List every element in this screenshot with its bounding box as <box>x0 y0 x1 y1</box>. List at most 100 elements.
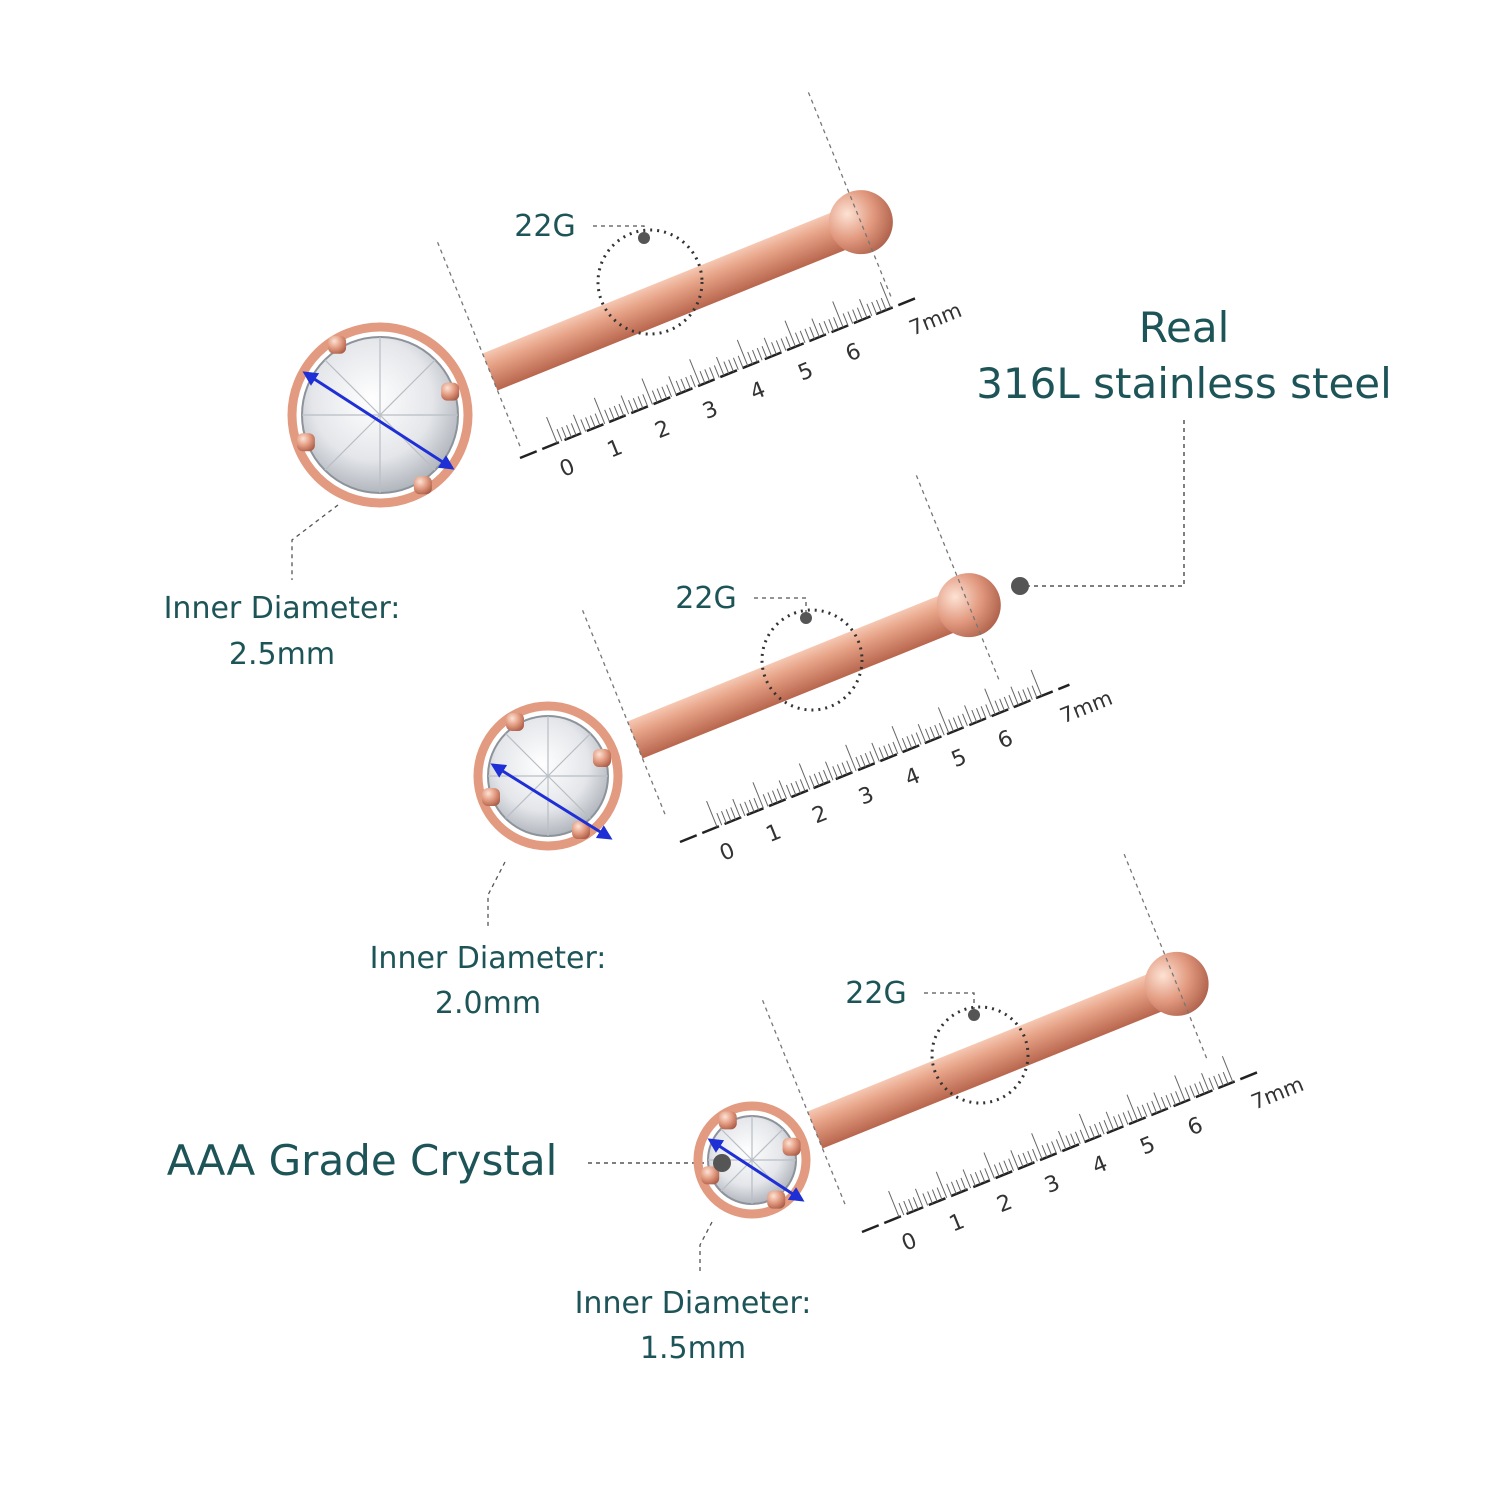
ruler-tick <box>1160 1096 1167 1110</box>
ruler-tick <box>1003 696 1010 710</box>
ruler-tick <box>566 424 572 438</box>
ruler-tick <box>809 326 816 340</box>
ruler-tick <box>845 744 857 772</box>
prong <box>296 433 315 452</box>
ruler-tick <box>912 1197 919 1210</box>
ruler-tick <box>888 1190 900 1218</box>
ruler-tick <box>706 800 718 828</box>
ruler-tick <box>962 713 968 727</box>
ruler-tick <box>778 780 788 800</box>
prong <box>441 382 460 401</box>
ruler-tick <box>1051 1141 1057 1154</box>
ruler-tick-label: 6 <box>994 726 1016 754</box>
ruler-tick <box>725 809 732 822</box>
prong <box>593 749 611 767</box>
prong <box>328 335 347 354</box>
ruler-tick <box>561 426 568 440</box>
ruler-tick <box>785 784 792 798</box>
ruler-tick <box>1222 1071 1229 1085</box>
ruler-tick <box>898 1202 905 1216</box>
ruler-tick-label: 0 <box>556 454 578 482</box>
ruler-tick <box>776 788 783 801</box>
ruler-tick <box>690 374 696 388</box>
ruler-tick <box>1127 1110 1134 1123</box>
inner-diameter-title: Inner Diameter: <box>575 1286 812 1321</box>
ruler-end-label: 7mm <box>1056 686 1115 729</box>
ruler-tick <box>1141 1104 1148 1118</box>
ruler-tick <box>661 386 668 399</box>
ruler-tick <box>1022 1152 1029 1166</box>
bar-group <box>807 951 1209 1149</box>
ruler-tick-label: 4 <box>902 763 924 791</box>
ruler-tick <box>675 380 682 394</box>
ruler-tick <box>962 1169 972 1189</box>
ruler-tick <box>752 782 764 809</box>
ruler-tick <box>980 706 987 719</box>
ruler-tick <box>976 708 982 721</box>
ruler-tick <box>846 760 852 773</box>
gauge-leader-line <box>754 597 807 618</box>
ruler-tick <box>585 417 591 430</box>
ruler-tick <box>999 698 1005 712</box>
ruler-tick <box>1022 689 1029 702</box>
ruler-tick <box>804 328 811 342</box>
ruler-tick <box>767 792 774 805</box>
ruler-tick <box>723 361 730 374</box>
ruler-tick <box>891 725 903 753</box>
ruler-tick <box>1041 1145 1048 1158</box>
gauge-dot <box>800 612 812 624</box>
ruler-tick <box>960 1177 967 1191</box>
ruler-tick-label: 5 <box>795 358 817 386</box>
ruler-tick <box>732 798 741 818</box>
ruler-tick <box>1189 1085 1196 1098</box>
ruler-tick <box>818 771 825 785</box>
ruler-tick <box>572 414 582 434</box>
ruler-tick-label: 4 <box>1089 1151 1111 1179</box>
ruler-tick <box>979 1170 986 1183</box>
material-label-line2: 316L stainless steel <box>976 359 1392 408</box>
ruler-tick <box>604 409 611 423</box>
ruler-tick <box>799 330 806 344</box>
ruler-tick <box>1008 1158 1014 1171</box>
ruler-tick <box>716 812 723 826</box>
ruler-tick <box>1201 1073 1210 1092</box>
ruler-tick <box>935 1171 948 1198</box>
ruler-tick <box>1003 1160 1010 1173</box>
ruler-tick <box>1031 1133 1043 1160</box>
ruler-tick <box>580 419 587 432</box>
ruler-tick <box>747 351 754 365</box>
ruler-tick <box>879 282 892 309</box>
ruler-tick <box>613 405 620 419</box>
ruler-tick <box>739 803 746 816</box>
ruler-tick <box>832 766 839 779</box>
ruler-tick <box>871 301 878 315</box>
ruler-tick-label: 2 <box>652 416 674 444</box>
ruler-tick <box>903 1200 910 1214</box>
gauge-label: 22G <box>845 976 906 1011</box>
ruler-tick <box>1010 1150 1019 1170</box>
inner-diameter-title: Inner Diameter: <box>370 941 607 976</box>
stud-bar <box>482 203 869 391</box>
ruler-tick-label: 6 <box>1184 1113 1206 1141</box>
ruler-tick <box>753 797 760 811</box>
prong-setting <box>693 1101 811 1219</box>
ruler-tick <box>914 1188 924 1208</box>
prong <box>506 713 524 731</box>
ruler-tick <box>841 762 848 775</box>
gauge-dot <box>968 1009 980 1021</box>
ruler-tick <box>709 367 715 380</box>
ruler-tick <box>927 1191 933 1204</box>
ruler-tick <box>685 376 692 390</box>
ruler-tick <box>869 751 876 764</box>
ruler-tick <box>922 1193 929 1206</box>
ruler-tick-label: 2 <box>809 801 831 829</box>
gauge-ring <box>760 608 864 712</box>
ruler-tick <box>929 726 936 740</box>
diameter-leader-line <box>699 1221 713 1272</box>
diameter-leader-line <box>291 504 339 580</box>
ruler-tick <box>570 423 577 436</box>
